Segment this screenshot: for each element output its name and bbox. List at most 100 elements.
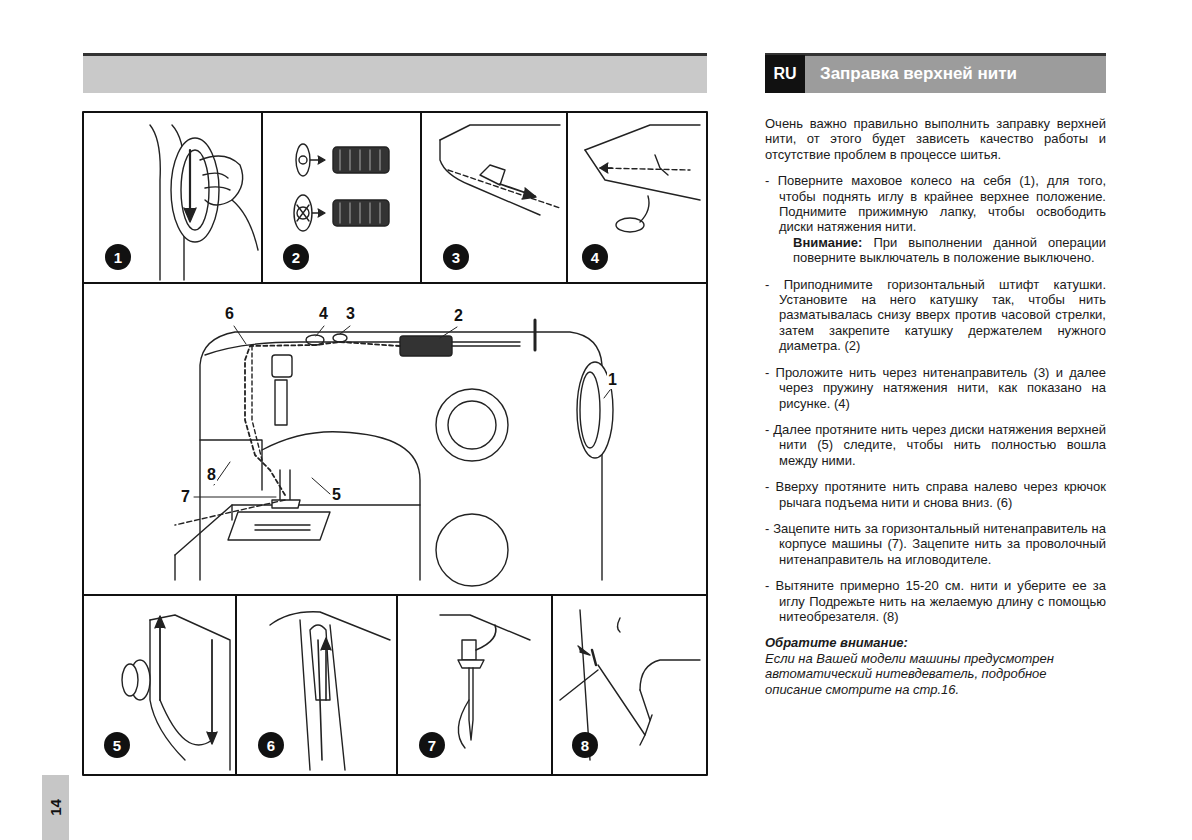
line-art: [83, 282, 707, 284]
line-art: [261, 112, 263, 283]
line-art: [252, 346, 262, 460]
line-art: [578, 646, 590, 655]
line-art: [458, 660, 484, 668]
callout-number: 2: [453, 307, 464, 325]
line-art: [272, 500, 300, 508]
line-art: [200, 156, 243, 205]
text-block: - Далее протяните нить через диски натяж…: [765, 422, 1106, 468]
instruction-text: Очень важно правильно выполнить заправку…: [765, 116, 1106, 697]
line-art: [333, 200, 389, 226]
step-number: 6: [258, 732, 284, 758]
node-text: RU: [773, 65, 796, 83]
sewing-machine-illustration: [175, 320, 613, 586]
line-art: [83, 53, 707, 56]
instruction-text: - Вытяните примерно 15-20 см. нити и убе…: [765, 578, 1106, 624]
line-art: [171, 138, 219, 242]
line-art: [316, 326, 324, 336]
page-title: Заправка верхней нити: [820, 55, 1017, 93]
leader-lines: [194, 326, 610, 497]
step-number: 2: [283, 244, 309, 270]
line-art: [436, 514, 508, 586]
line-art: [211, 640, 213, 740]
instruction-text: Если на Вашей модели машины предусмотрен…: [765, 651, 1054, 697]
line-art: [297, 205, 309, 221]
line-art: [640, 196, 649, 222]
line-art: [83, 112, 707, 775]
line-art: [83, 594, 707, 596]
node-text: 6: [267, 737, 275, 754]
text-block: - Поверните маховое колесо на себя (1), …: [765, 173, 1106, 265]
line-art: [534, 320, 537, 350]
line-art: [592, 650, 596, 665]
line-art: [234, 326, 246, 344]
line-art: [175, 500, 285, 525]
language-tag: RU: [765, 55, 805, 93]
step-number: 7: [419, 732, 445, 758]
node-text: 3: [452, 249, 460, 266]
callout-number: 3: [345, 305, 356, 323]
text-block: - Вытяните примерно 15-20 см. нити и убе…: [765, 578, 1106, 624]
text-block: - Зацепите нить за горизонтальный нитена…: [765, 521, 1106, 567]
line-art: [551, 595, 553, 775]
instruction-text: - Зацепите нить за горизонтальный нитена…: [765, 521, 1106, 567]
warning-note: Внимание: При выполнении данной операции…: [779, 235, 1106, 266]
line-art: [194, 497, 276, 498]
line-art: [448, 401, 496, 449]
line-art: [340, 203, 380, 223]
line-art: [580, 610, 700, 760]
thread-cutter-illustration: [560, 610, 700, 760]
line-art: [160, 700, 212, 745]
line-art: [340, 150, 380, 170]
text-block: Обратите внимание:: [765, 635, 1106, 650]
line-art: [566, 112, 568, 283]
line-art: [436, 389, 508, 461]
header-bands: [83, 53, 1106, 93]
node-text: 2: [292, 249, 300, 266]
instruction-text: - Проложите нить через нитенаправитель (…: [765, 365, 1106, 411]
instruction-text: Внимание:: [793, 235, 862, 250]
line-art: [150, 620, 185, 760]
line-art: [598, 665, 645, 735]
line-art: [618, 618, 621, 632]
line-art: [275, 380, 287, 425]
line-art: [440, 327, 457, 338]
line-art: [300, 620, 345, 770]
line-art: [560, 670, 598, 700]
line-art: [262, 432, 420, 580]
instruction-text: - Вверху протяните нить справа налево че…: [765, 479, 1106, 509]
line-art: [440, 140, 540, 215]
line-art: [600, 168, 690, 170]
needle-bar-illustration: [440, 615, 530, 748]
line-art: [396, 595, 398, 775]
node-text: 1: [114, 249, 122, 266]
line-art: [522, 188, 536, 199]
line-art: [122, 664, 138, 696]
step-number: 8: [572, 732, 598, 758]
line-art: [585, 150, 700, 200]
line-art: [604, 390, 610, 398]
line-art: [318, 640, 322, 760]
line-art: [296, 144, 310, 176]
line-art: [200, 332, 602, 580]
text-block: Очень важно правильно выполнить заправку…: [765, 116, 1106, 162]
line-art: [420, 112, 422, 283]
line-art: [205, 187, 230, 190]
node-text: 4: [591, 249, 599, 266]
callout-number: 8: [206, 466, 217, 484]
line-art: [159, 620, 161, 700]
line-art: [299, 156, 307, 164]
line-art: [150, 125, 160, 280]
line-art: [155, 616, 165, 628]
line-art: [255, 525, 310, 530]
callout-number: 4: [318, 305, 329, 323]
step-number: 1: [105, 244, 131, 270]
line-art: [480, 165, 505, 185]
node-text: 5: [113, 737, 121, 754]
line-art: [235, 595, 237, 775]
text-block: - Вверху протяните нить справа налево че…: [765, 479, 1106, 510]
line-art: [462, 640, 476, 660]
line-art: [318, 209, 325, 217]
line-art: [321, 638, 331, 650]
line-art: [232, 200, 258, 250]
callout-number: 1: [607, 371, 618, 389]
